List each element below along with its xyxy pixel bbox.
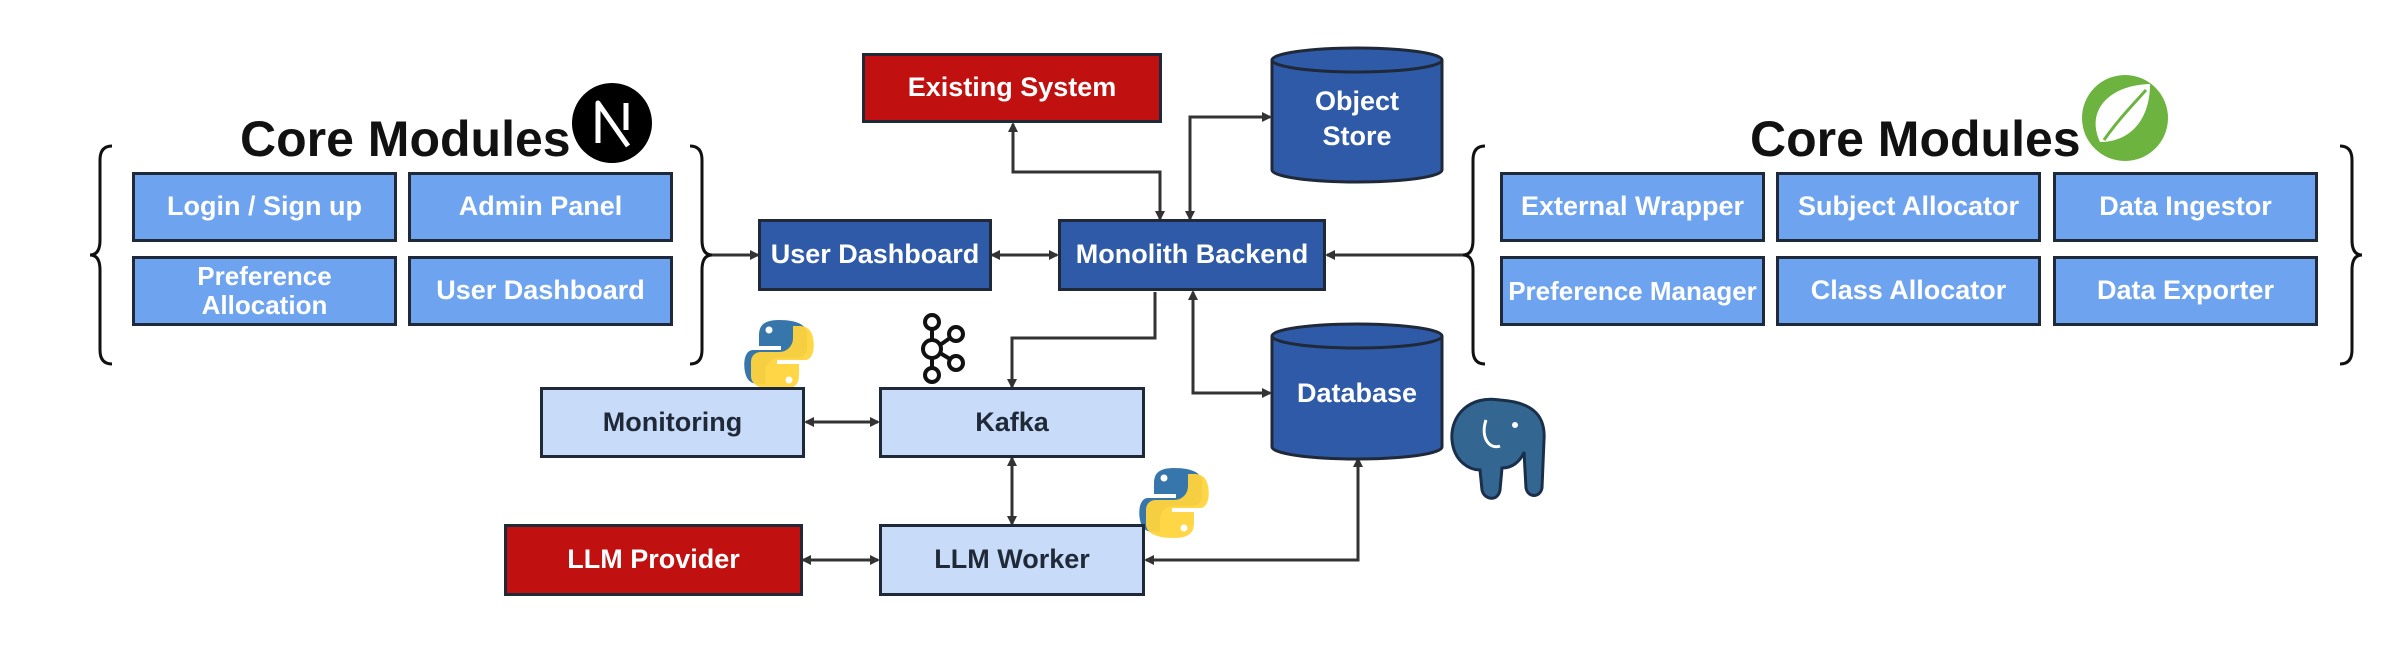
module-class-allocator: Class Allocator xyxy=(1776,256,2041,326)
arrows xyxy=(712,112,1463,565)
postgresql-icon xyxy=(1450,397,1546,500)
module-preference-allocation: Preference Allocation xyxy=(132,256,397,326)
module-data-exporter: Data Exporter xyxy=(2053,256,2318,326)
arrow-monolith-objectstore xyxy=(1185,112,1272,221)
node-monitoring: Monitoring xyxy=(540,387,805,458)
left-group-title: Core Modules xyxy=(240,111,571,167)
node-object-store-label: Object Store xyxy=(1314,86,1400,152)
node-kafka: Kafka xyxy=(879,387,1145,458)
module-subject-allocator: Subject Allocator xyxy=(1776,172,2041,242)
right-group-title: Core Modules xyxy=(1750,111,2081,167)
module-preference-manager: Preference Manager xyxy=(1500,256,1765,326)
node-database-label: Database xyxy=(1296,378,1418,408)
module-user-dashboard: User Dashboard xyxy=(408,256,673,326)
python-icon xyxy=(744,320,814,390)
arrow-monolith-kafka xyxy=(1007,292,1157,389)
arrow-existing-monolith xyxy=(1008,122,1165,221)
node-llm-provider: LLM Provider xyxy=(504,524,803,596)
module-admin-panel: Admin Panel xyxy=(408,172,673,242)
database-cylinder xyxy=(1270,322,1444,461)
module-login-signup: Login / Sign up xyxy=(132,172,397,242)
module-data-ingestor: Data Ingestor xyxy=(2053,172,2318,242)
node-user-dashboard: User Dashboard xyxy=(758,219,992,291)
node-existing-system: Existing System xyxy=(862,53,1162,123)
python-icon xyxy=(1139,468,1209,538)
nextjs-logo-icon xyxy=(572,83,652,163)
spring-logo-icon xyxy=(2082,75,2168,161)
kafka-icon xyxy=(921,313,965,384)
node-monolith-backend: Monolith Backend xyxy=(1058,219,1326,291)
module-external-wrapper: External Wrapper xyxy=(1500,172,1765,242)
object-store-cylinder xyxy=(1270,46,1444,184)
arrow-monolith-database xyxy=(1188,290,1272,398)
node-llm-worker: LLM Worker xyxy=(879,524,1145,596)
arrow-worker-database xyxy=(1144,457,1363,565)
